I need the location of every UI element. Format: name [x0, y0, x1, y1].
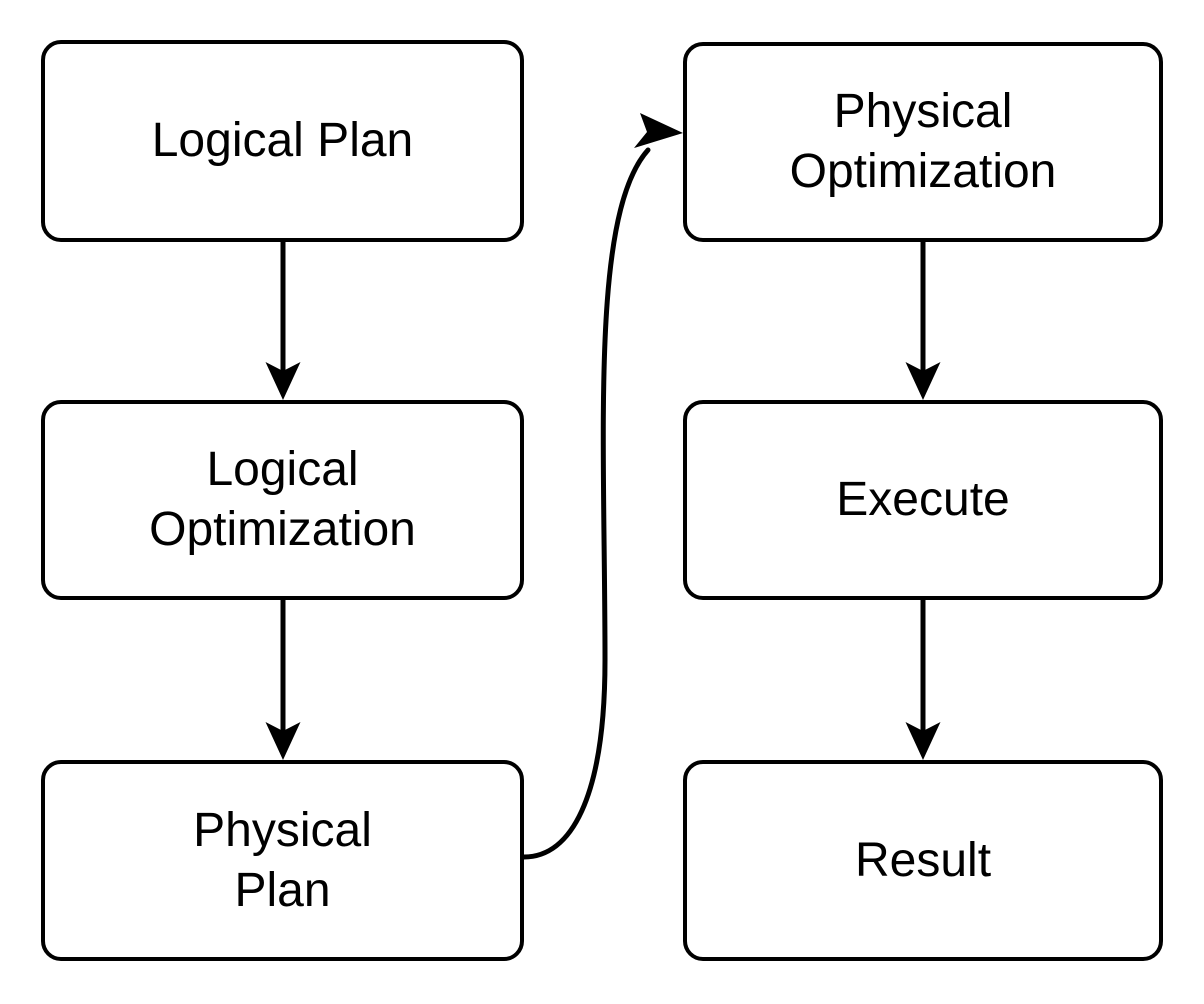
node-physical-plan-label: Physical Plan: [193, 803, 372, 917]
edge-physical-optimization-to-execute: [905, 242, 941, 400]
node-result[interactable]: Result: [683, 760, 1163, 961]
node-execute-label: Execute: [836, 473, 1010, 526]
node-physical-optimization-label: Physical Optimization: [789, 85, 1057, 198]
node-execute[interactable]: Execute: [683, 400, 1163, 600]
edge-logical-plan-to-logical-optimization: [265, 242, 301, 400]
node-result-label: Result: [854, 833, 992, 887]
node-logical-optimization[interactable]: Logical Optimization: [41, 400, 524, 600]
node-physical-plan[interactable]: Physical Plan: [41, 760, 524, 961]
node-physical-optimization[interactable]: Physical Optimization: [683, 42, 1163, 242]
node-logical-optimization-label: Logical Optimization: [149, 443, 416, 556]
arrowhead-icon: [905, 362, 941, 400]
edge-execute-to-result: [905, 600, 941, 760]
node-logical-plan-label: Logical Plan: [151, 114, 414, 167]
arrowhead-icon: [634, 113, 683, 148]
arrowhead-icon: [265, 722, 301, 760]
node-logical-plan[interactable]: Logical Plan: [41, 40, 524, 242]
arrowhead-icon: [265, 362, 301, 400]
edge-logical-optimization-to-physical-plan: [265, 600, 301, 760]
arrowhead-icon: [905, 722, 941, 760]
edge-physical-plan-to-physical-optimization: [521, 113, 683, 860]
